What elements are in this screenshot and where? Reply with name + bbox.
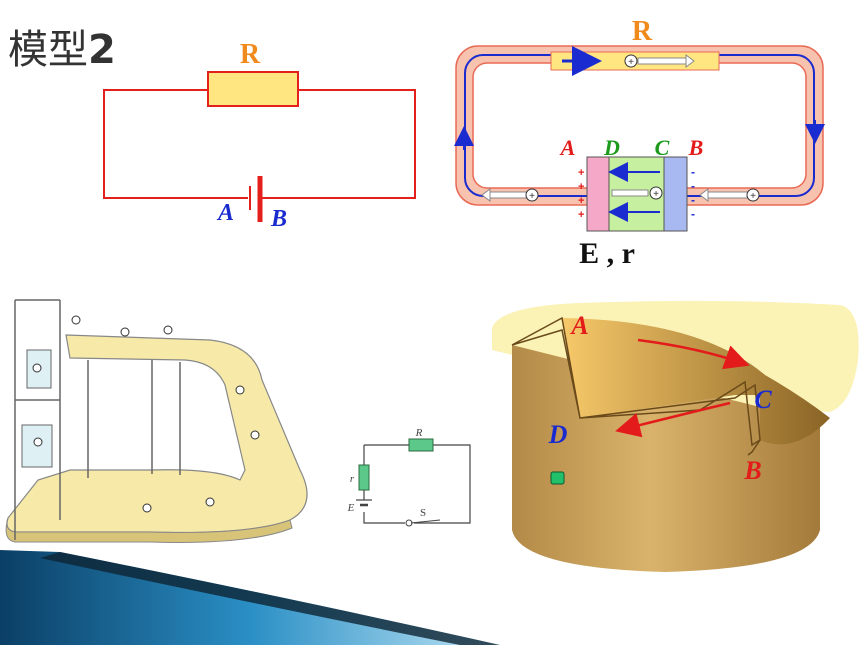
terminal-b-label: B — [270, 206, 287, 232]
plate-b — [663, 156, 688, 232]
charge-particle — [550, 471, 565, 485]
internal-resistor — [358, 464, 370, 491]
cylinder-inner-wall — [562, 318, 830, 445]
simple-circuit: R A B — [103, 39, 416, 232]
source-label: E , r — [579, 237, 635, 270]
cylinder-model: A C D B — [492, 300, 859, 572]
elevator-slide-analogy — [5, 299, 308, 543]
positive-charge — [624, 54, 638, 68]
switch-label: S — [420, 507, 426, 519]
resistor-label: R — [240, 39, 261, 70]
resistor-label: R — [415, 427, 423, 439]
title-number: 2 — [88, 27, 116, 73]
charge-trail-head — [481, 188, 491, 202]
label-c: C — [754, 385, 772, 414]
minus-sign: - — [691, 165, 695, 179]
label-b: B — [688, 135, 704, 160]
plus-sign: + — [578, 181, 584, 193]
plus-sign: + — [578, 209, 584, 221]
terminal-a-label: A — [216, 200, 234, 226]
person-figure — [32, 363, 42, 373]
person-figure — [33, 437, 43, 447]
charge-trail — [637, 57, 687, 65]
charge-symbol: + — [529, 191, 535, 202]
person-figure — [71, 315, 81, 325]
label-a: A — [569, 311, 588, 340]
charge-trail-head — [685, 54, 695, 68]
charge-symbol: + — [653, 189, 659, 200]
minus-sign: - — [691, 207, 695, 221]
plus-sign: + — [578, 167, 584, 179]
person-figure — [142, 503, 152, 513]
charge-trail — [489, 191, 529, 199]
cut-edge — [747, 439, 761, 456]
charge-trail — [707, 191, 749, 199]
positive-charge — [525, 188, 539, 202]
label-d: D — [603, 135, 620, 160]
minus-sign: - — [691, 179, 695, 193]
positive-charge — [649, 186, 663, 200]
flow-arrow-cd — [615, 401, 731, 438]
label-b: B — [743, 456, 761, 485]
person-figure — [120, 327, 130, 337]
plus-sign: + — [578, 195, 584, 207]
slide-edge — [5, 517, 293, 543]
title-text: 模型 — [8, 27, 88, 73]
charge-trail-head — [699, 188, 709, 202]
label-a: A — [559, 135, 576, 160]
label-d: D — [548, 420, 568, 449]
positive-charge — [746, 188, 760, 202]
person-figure — [205, 497, 215, 507]
plate-a — [586, 156, 610, 232]
resistor-label: R — [632, 16, 653, 47]
resistor — [207, 71, 299, 107]
minus-sign: - — [691, 193, 695, 207]
charge-symbol: + — [628, 57, 634, 68]
resistor — [408, 438, 434, 452]
person-figure — [235, 385, 245, 395]
label-c: C — [655, 135, 670, 160]
elevator-shaft — [14, 299, 61, 540]
circuit-wire — [363, 444, 471, 524]
charge-trail — [611, 189, 649, 197]
decorative-corner-stripe — [40, 552, 500, 645]
circuit-wire — [103, 89, 416, 199]
person-figure — [250, 430, 260, 440]
charge-symbol: + — [750, 191, 756, 202]
slide-title: 模型2 — [8, 30, 116, 70]
small-circuit: R r E S — [347, 427, 471, 527]
internal-resistance-label: r — [350, 473, 355, 485]
charge-flow-circuit: + + + + + - - - - + R + + — [454, 16, 825, 270]
person-figure — [163, 325, 173, 335]
flow-arrow-ac — [637, 338, 750, 370]
cut-edge — [511, 316, 761, 447]
emf-label: E — [347, 502, 355, 514]
switch-lever — [410, 519, 441, 524]
